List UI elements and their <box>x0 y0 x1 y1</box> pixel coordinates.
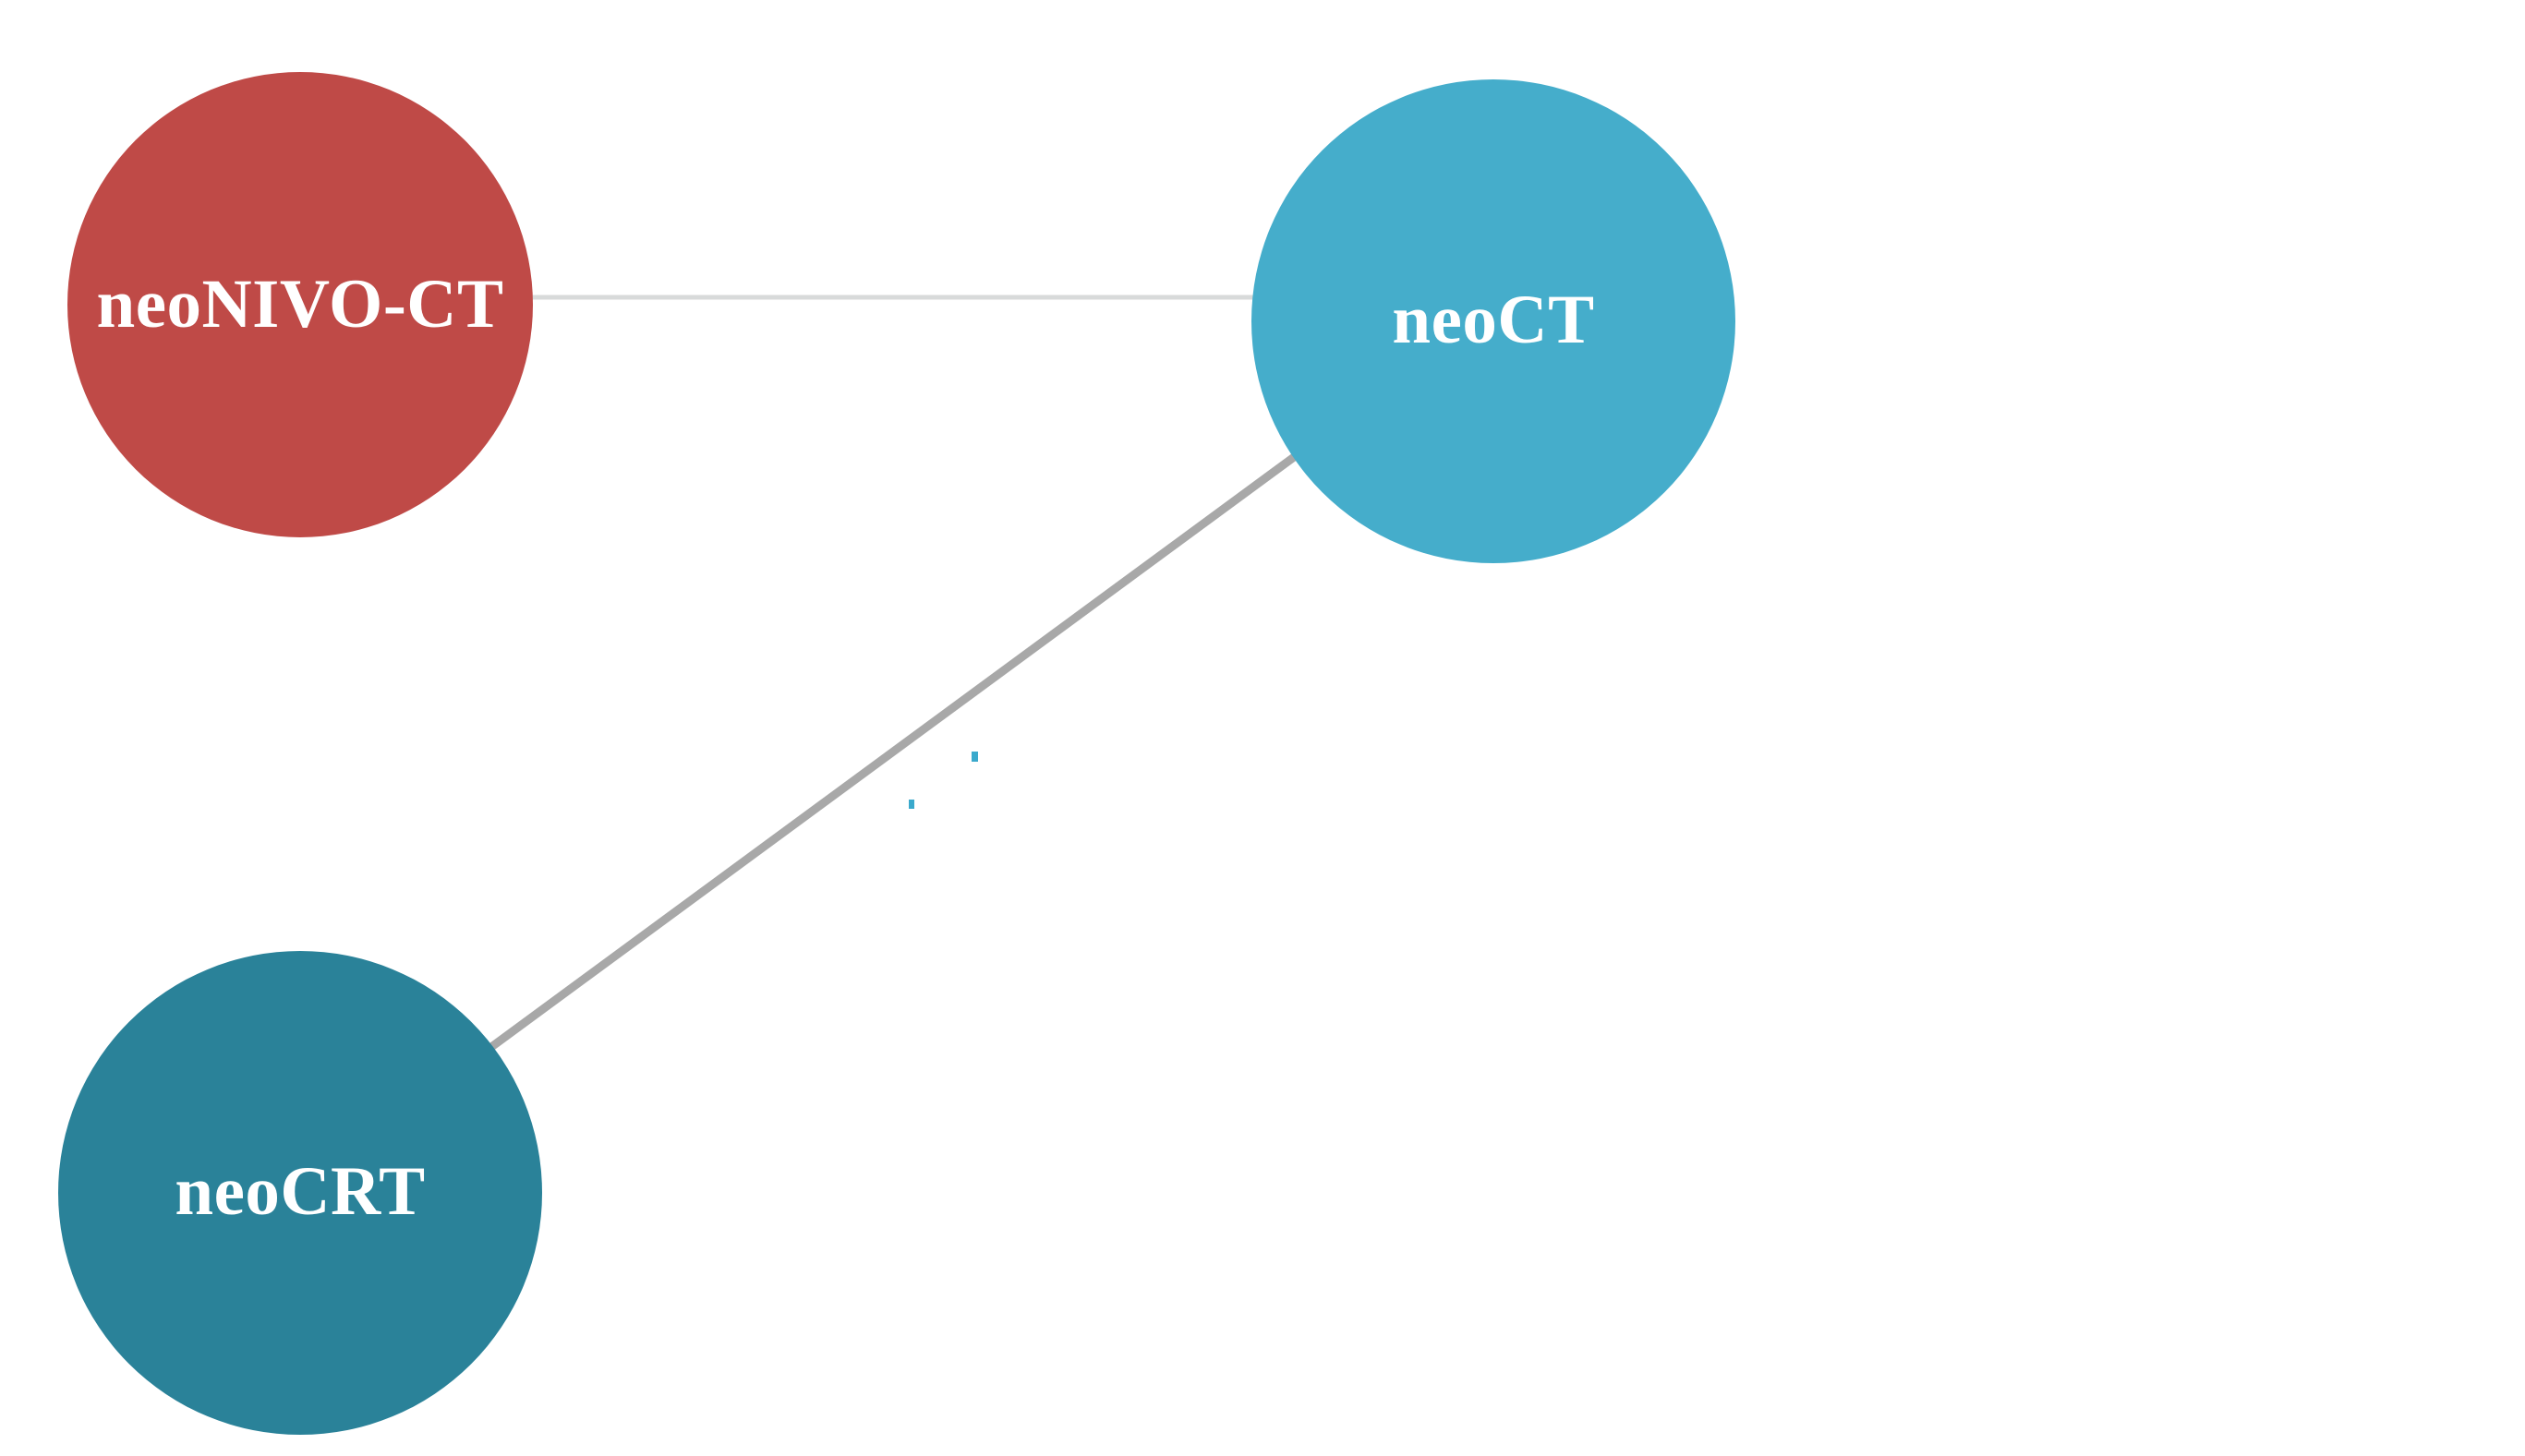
edge-neoct-neocrt <box>485 446 1307 1053</box>
node-label-neonivo-ct: neoNIVO-CT <box>96 265 504 343</box>
node-neocrt[interactable]: neoCRT <box>58 951 542 1435</box>
node-neoct[interactable]: neoCT <box>1251 79 1735 563</box>
edge-marker-dot-1 <box>972 752 978 762</box>
node-label-neocrt: neoCRT <box>175 1152 426 1230</box>
node-neonivo-ct[interactable]: neoNIVO-CT <box>67 72 533 537</box>
node-label-neoct: neoCT <box>1392 281 1595 358</box>
edge-marker-dot-2 <box>909 800 914 809</box>
